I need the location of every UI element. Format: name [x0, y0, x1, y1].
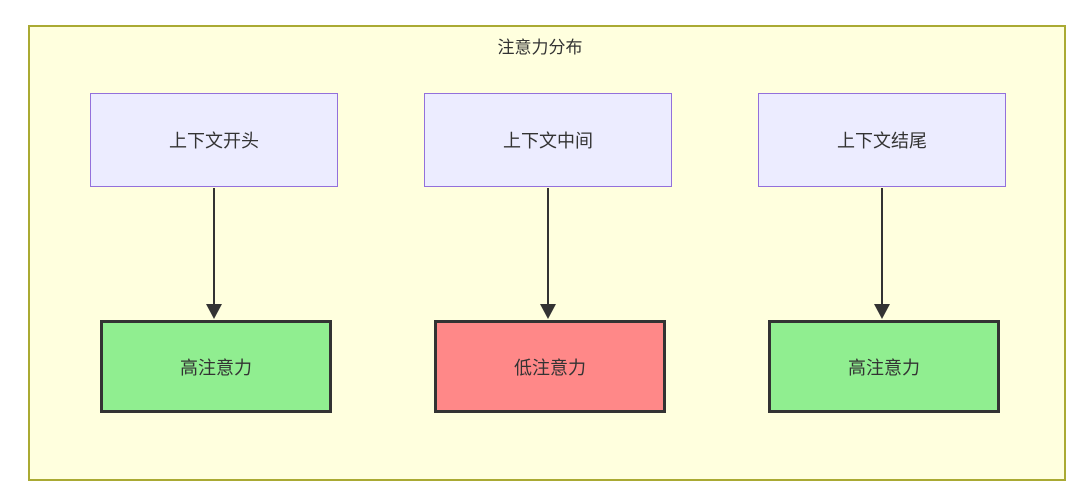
node-high-attention-2: 高注意力 — [768, 320, 1000, 413]
node-low-attention: 低注意力 — [434, 320, 666, 413]
node-context-start: 上下文开头 — [90, 93, 338, 187]
diagram-title: 注意力分布 — [497, 38, 583, 57]
node-context-end: 上下文结尾 — [758, 93, 1006, 187]
node-context-middle: 上下文中间 — [424, 93, 672, 187]
node-high-attention-1: 高注意力 — [100, 320, 332, 413]
